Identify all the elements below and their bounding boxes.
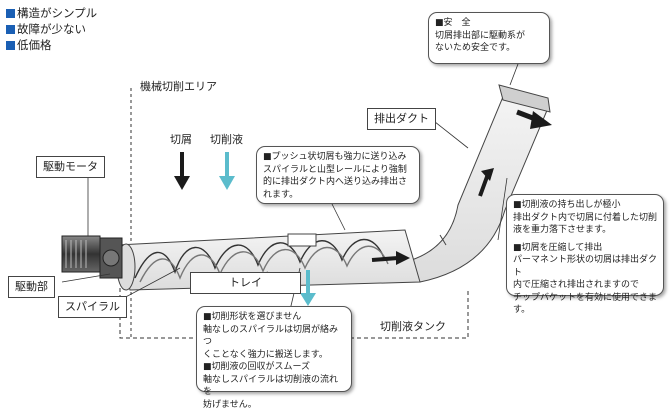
note-line: れます。 (263, 189, 413, 202)
note-line: 的に排出ダクト内へ送り込み排出さ (263, 176, 413, 189)
note-line: パーマネント形状の切屑は排出ダクト (513, 254, 657, 279)
note-line: 切屑排出部に駆動系が (435, 30, 543, 43)
note-line: 妨げません。 (203, 399, 345, 411)
note-title: ■安 全 (435, 17, 543, 30)
motor-tag: 駆動モータ (36, 156, 105, 178)
safety-note: ■安 全 切屑排出部に駆動系が ないため安全です。 (428, 12, 550, 64)
tray-tag: トレイ (190, 272, 301, 294)
duct-tag: 排出ダクト (367, 108, 436, 130)
carryout-note: ■切削液の持ち出しが極小 排出ダクト内で切屑に付着した切削 液を重力落下させます… (506, 194, 664, 296)
note-line: 排出ダクト内で切屑に付着した切削 (513, 212, 657, 225)
note-line: 内で圧縮され排出されますので (513, 279, 657, 292)
drive-unit-tag: 駆動部 (8, 276, 55, 298)
spiral-tag: スパイラル (58, 296, 127, 318)
chip-arrow (174, 152, 190, 190)
note-line: ■切屑を圧縮して排出 (513, 242, 657, 255)
coolant-tank-label: 切削液タンク (380, 318, 446, 334)
note-line: ■切削液の持ち出しが極小 (513, 199, 657, 212)
note-line: チップバケットを有効に使用できます。 (513, 292, 657, 317)
note-line: くことなく強力に搬送します。 (203, 349, 345, 362)
note-line: スパイラルと山型レールにより強制 (263, 164, 413, 177)
drive-motor (62, 236, 122, 278)
inspection-cover (288, 234, 316, 246)
note-line: 軸なしスパイラルは切削液の流れを (203, 374, 345, 399)
coolant-label: 切削液 (210, 133, 243, 147)
coolant-arrow (219, 152, 235, 190)
note-line: 液を重力落下させます。 (513, 224, 657, 237)
note-line: ■切削液の回収がスムーズ (203, 361, 345, 374)
note-line: ■プッシュ状切屑も強力に送り込み (263, 151, 413, 164)
push-chip-note: ■プッシュ状切屑も強力に送り込み スパイラルと山型レールにより強制 的に排出ダク… (256, 146, 420, 204)
machining-area-label: 機械切削エリア (140, 78, 217, 94)
note-line: ■切削形状を選びません (203, 311, 345, 324)
chips-label: 切屑 (170, 133, 192, 147)
note-line: 軸なしのスパイラルは切屑が絡みつ (203, 324, 345, 349)
spiral-shape-note: ■切削形状を選びません 軸なしのスパイラルは切屑が絡みつ くことなく強力に搬送し… (196, 306, 352, 392)
note-line: ないため安全です。 (435, 42, 543, 55)
